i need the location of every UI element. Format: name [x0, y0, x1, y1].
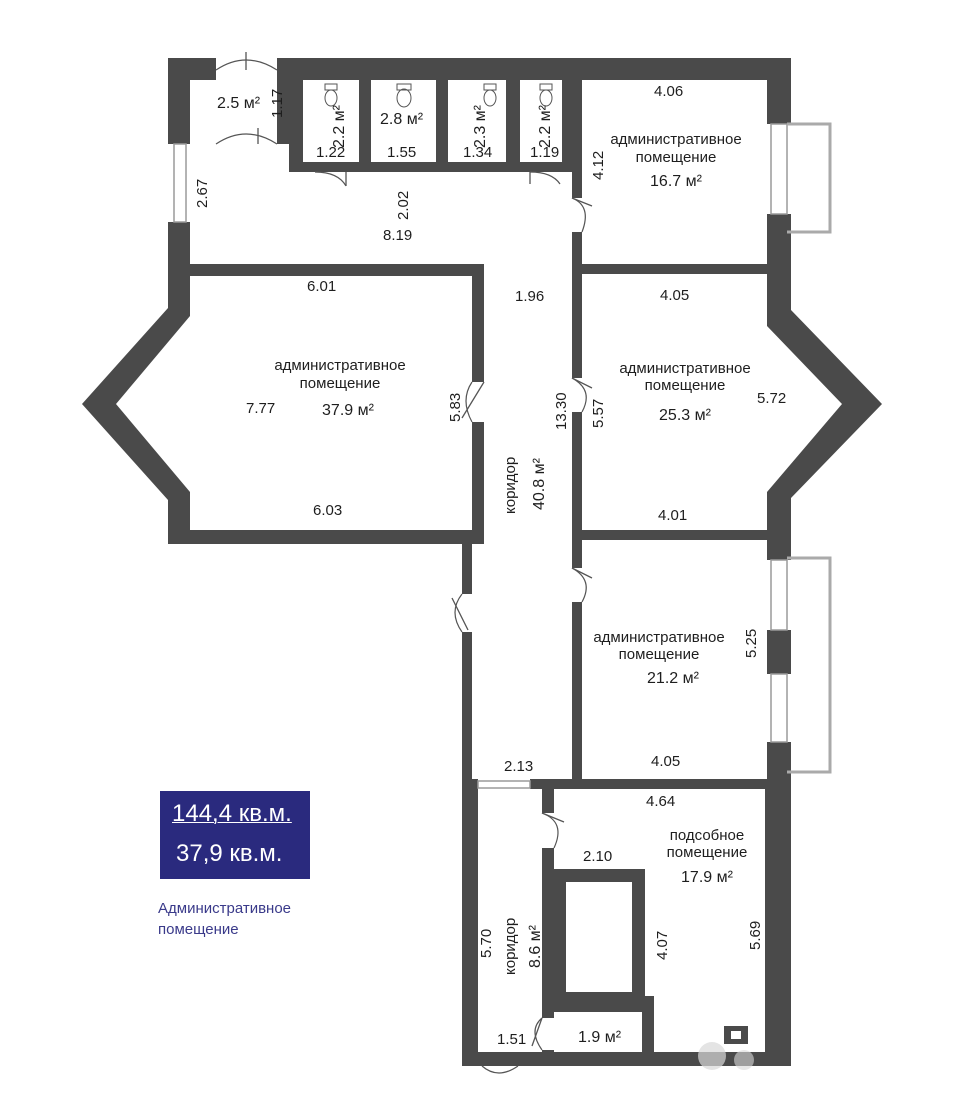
wc1-dim: 1.22 [316, 144, 345, 161]
utility-dim-inner: 2.10 [583, 848, 612, 865]
utility-dim-side: 5.69 [747, 921, 764, 950]
vestibule-area: 2.5 м² [217, 95, 261, 112]
corridor-dim-len: 13.30 [553, 392, 570, 430]
corridor-small-name: коридор [502, 918, 519, 975]
office-lr-dim-bottom: 4.05 [651, 753, 680, 770]
toilet-icon [483, 83, 497, 107]
office-tr-name1: административное [610, 131, 741, 148]
toilet-icon [539, 83, 553, 107]
corridor-area: 40.8 м² [531, 457, 548, 510]
office-mr-dim-left: 5.57 [590, 399, 607, 428]
hall-dim-left: 2.67 [194, 179, 211, 208]
office-mr-name1: административное [619, 360, 750, 377]
doors [215, 52, 593, 1074]
hall-dim-len: 8.19 [383, 227, 412, 244]
office-big-name1: административное [274, 357, 405, 374]
office-big-dim-right: 5.83 [447, 393, 464, 422]
utility-area: 17.9 м² [681, 869, 734, 886]
office-lr-name1: административное [593, 629, 724, 646]
wc3-area: 2.3 м² [472, 104, 489, 148]
legend-caption: Административное помещение [158, 898, 328, 940]
office-tr-name2: помещение [636, 149, 717, 166]
office-big-dim-bottom: 6.03 [313, 502, 342, 519]
utility-dim-top: 4.64 [646, 793, 675, 810]
corridor-dim-width: 1.96 [515, 288, 544, 305]
legend-caption-line1: Административное [158, 900, 292, 917]
toilet-icon [324, 83, 338, 107]
area-legend: 144,4 кв.м. 37,9 кв.м. [160, 791, 310, 879]
office-tr-area: 16.7 м² [650, 173, 703, 190]
office-lr-area: 21.2 м² [647, 670, 700, 687]
utility-name1: подсобное [670, 827, 744, 844]
corridor-small-dim-bottom: 1.51 [497, 1031, 526, 1048]
office-big-dim-left: 7.77 [246, 400, 275, 417]
office-lr-dim-side: 5.25 [743, 629, 760, 658]
office-mr-name2: помещение [645, 377, 726, 394]
office-mr-dim-top: 4.05 [660, 287, 689, 304]
wc4-area: 2.2 м² [537, 104, 554, 148]
toilet-fixtures [324, 83, 553, 108]
watermark-logo [698, 1042, 754, 1070]
office-tr-dim-side: 4.12 [590, 151, 607, 180]
utility-name2: помещение [667, 844, 748, 861]
total-area-label: 144,4 кв.м. [172, 800, 292, 827]
office-mr-dim-bottom: 4.01 [658, 507, 687, 524]
legend-caption-line2: помещение [158, 921, 239, 938]
wc1-area: 2.2 м² [331, 104, 348, 148]
office-lr-name2: помещение [619, 646, 700, 663]
office-big-name2: помещение [300, 375, 381, 392]
wc2-dim: 1.55 [387, 144, 416, 161]
corridor-small-area: 8.6 м² [527, 924, 544, 968]
office-tr-dim-top: 4.06 [654, 83, 683, 100]
utility-dim-pillar: 4.07 [654, 931, 671, 960]
corridor-dim-bottom: 2.13 [504, 758, 533, 775]
vestibule-dim-h: 1.17 [269, 89, 286, 118]
office-big-dim-top: 6.01 [307, 278, 336, 295]
wc4-dim: 1.19 [530, 144, 559, 161]
closet-area: 1.9 м² [578, 1029, 622, 1046]
office-big-area: 37.9 м² [322, 402, 375, 419]
wc2-area: 2.8 м² [380, 111, 424, 128]
corridor-small-dim-len: 5.70 [478, 929, 495, 958]
room-area-label: 37,9 кв.м. [176, 840, 283, 867]
office-mr-area: 25.3 м² [659, 407, 712, 424]
wc3-dim: 1.34 [463, 144, 492, 161]
walls [82, 58, 882, 1066]
room-labels: 2.5 м² 1.17 2.2 м² 1.22 2.8 м² 1.55 2.3 … [194, 83, 786, 1048]
corridor-name: коридор [502, 457, 519, 514]
office-mr-dim-right: 5.72 [757, 390, 786, 407]
windows [173, 122, 832, 789]
hall-dim-mid: 2.02 [395, 191, 412, 220]
toilet-icon [396, 83, 412, 108]
